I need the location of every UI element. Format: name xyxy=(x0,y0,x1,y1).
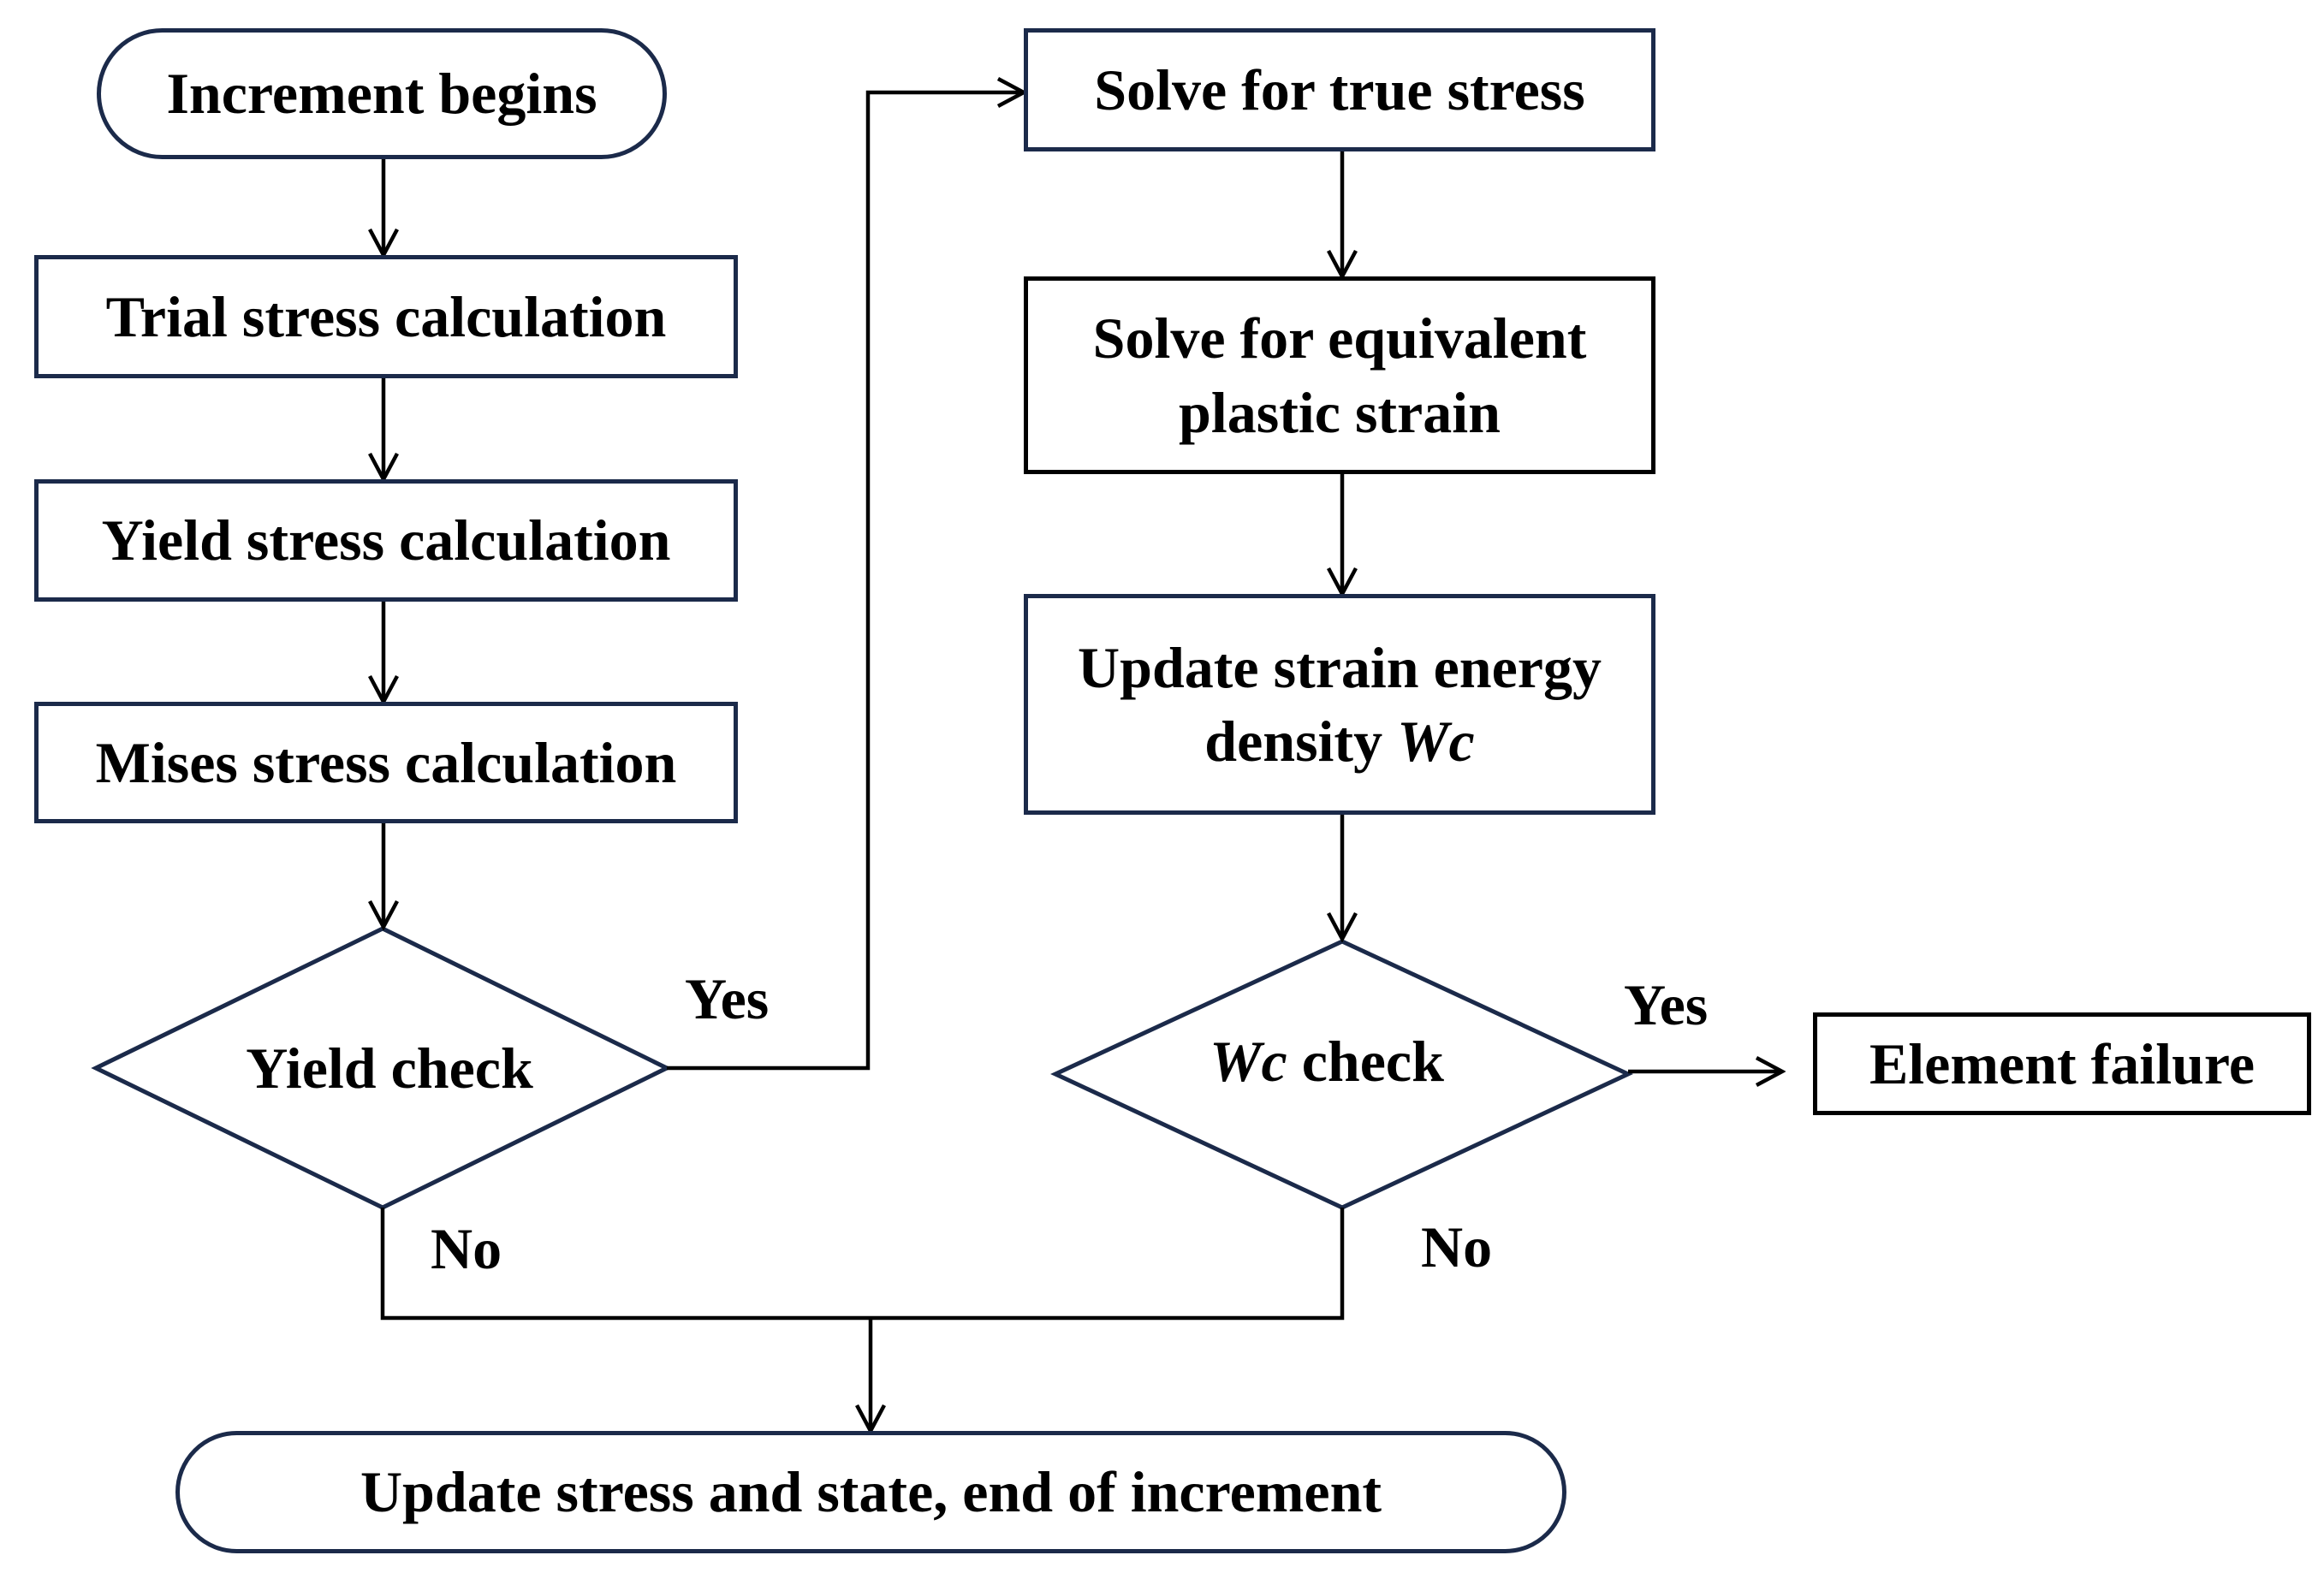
element-failure-label: Element failure xyxy=(1869,1030,2256,1096)
update-energy-line1: Update strain energy xyxy=(1078,634,1602,700)
wc-check-text: Wc check xyxy=(1210,1028,1444,1095)
solve-true-stress-label: Solve for true stress xyxy=(1094,56,1585,122)
wc-check-suffix: check xyxy=(1287,1028,1444,1094)
solve-plastic-strain-line1: Solve for equivalent xyxy=(1092,306,1587,371)
yield-yes-label: Yes xyxy=(685,966,770,1031)
element-failure-node: Element failure xyxy=(1813,1012,2311,1115)
wc-check-symbol: Wc xyxy=(1210,1028,1287,1094)
trial-stress-label: Trial stress calculation xyxy=(105,283,667,349)
increment-begins-label: Increment begins xyxy=(166,61,597,127)
yield-no-label: No xyxy=(431,1216,502,1281)
trial-stress-node: Trial stress calculation xyxy=(34,255,738,378)
update-energy-wc-symbol: Wc xyxy=(1397,709,1475,774)
mises-stress-label: Mises stress calculation xyxy=(95,729,677,795)
mises-stress-node: Mises stress calculation xyxy=(34,702,738,823)
update-energy-node: Update strain energy density Wc xyxy=(1024,594,1655,815)
update-energy-line2-prefix: density xyxy=(1204,709,1398,774)
solve-plastic-strain-node: Solve for equivalent plastic strain xyxy=(1024,276,1655,474)
solve-plastic-strain-line2: plastic strain xyxy=(1179,379,1501,445)
wc-no-label: No xyxy=(1421,1214,1493,1279)
solve-plastic-strain-text: Solve for equivalent plastic strain xyxy=(1093,301,1587,449)
wc-yes-label: Yes xyxy=(1624,972,1709,1037)
arrow-yield-yes xyxy=(667,92,1024,1071)
yield-stress-label: Yield stress calculation xyxy=(101,508,671,573)
update-energy-text: Update strain energy density Wc xyxy=(1078,631,1602,779)
solve-true-stress-node: Solve for true stress xyxy=(1024,28,1655,151)
update-end-label: Update stress and state, end of incremen… xyxy=(360,1459,1382,1525)
update-end-node: Update stress and state, end of incremen… xyxy=(175,1431,1566,1553)
yield-stress-node: Yield stress calculation xyxy=(34,479,738,602)
yield-check-label: Yield check xyxy=(246,1035,533,1101)
line-yield-no xyxy=(380,1208,1345,1321)
wc-check-label-wrap: Wc check xyxy=(1130,1018,1524,1104)
yield-check-label-wrap: Yield check xyxy=(171,1025,608,1111)
increment-begins-node: Increment begins xyxy=(97,28,667,159)
